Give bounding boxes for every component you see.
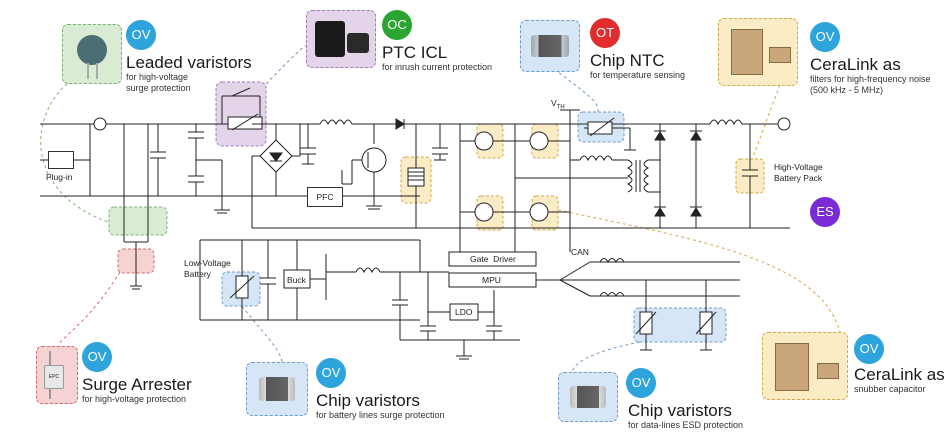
lv-battery-label-2: Battery bbox=[184, 269, 211, 279]
surge-arrester-sub: for high-voltage protection bbox=[82, 394, 187, 404]
highlight-leaded-varistors bbox=[108, 206, 168, 236]
leaded-varistor-image bbox=[62, 24, 122, 84]
lv-battery-label-1: Low-Voltage bbox=[184, 258, 231, 268]
chip-varistor-battery-image bbox=[246, 362, 308, 416]
oc-badge: OC bbox=[382, 10, 412, 40]
plug-in-connector bbox=[48, 151, 74, 169]
ov-badge: OV bbox=[126, 20, 156, 50]
chip-varistors-data-sub: for data-lines ESD protection bbox=[628, 420, 744, 430]
ov-badge: OV bbox=[626, 368, 656, 398]
chip-varistors-data-title: Chip varistors bbox=[628, 401, 732, 420]
chip-varistors-battery-title: Chip varistors bbox=[316, 391, 420, 410]
surge-arrester-title: Surge Arrester bbox=[82, 375, 192, 394]
wiring bbox=[40, 87, 791, 360]
ot-badge: OT bbox=[590, 18, 620, 48]
chip-ntc-sub: for temperature sensing bbox=[590, 70, 686, 80]
ceralink-snubber-sub: snubber capacitor bbox=[854, 384, 926, 394]
hv-battery-label-1: High-Voltage bbox=[774, 162, 823, 172]
es-badge: ES bbox=[810, 197, 840, 227]
ceralink-snubber-title: CeraLink as bbox=[854, 365, 945, 384]
highlight-boxes bbox=[108, 81, 765, 343]
leaded-varistors-sub1: for high-voltage bbox=[126, 72, 189, 82]
ceralink-filters-title: CeraLink as bbox=[810, 55, 901, 74]
ov-badge: OV bbox=[316, 358, 346, 388]
ptc-icl-title: PTC ICL bbox=[382, 43, 448, 62]
pfc-label: PFC bbox=[316, 192, 334, 202]
ceralink-snubber-image bbox=[762, 332, 848, 400]
chip-ntc-title: Chip NTC bbox=[590, 51, 665, 70]
can-label: CAN bbox=[571, 247, 589, 257]
ldo-label: LDO bbox=[455, 307, 473, 317]
pfc-controller: PFC bbox=[307, 187, 343, 207]
ov-badge: OV bbox=[854, 334, 884, 364]
ceralink-filter-image bbox=[718, 18, 798, 86]
ptc-icl-image bbox=[306, 10, 376, 68]
leader-lines bbox=[40, 39, 841, 373]
ov-badge: OV bbox=[82, 342, 112, 372]
surge-arrester-image: EPC bbox=[36, 346, 78, 404]
gate-driver-label: Gate Driver bbox=[470, 254, 516, 264]
buck-label: Buck bbox=[287, 275, 306, 285]
hv-battery-label-2: Battery Pack bbox=[774, 173, 823, 183]
chip-ntc-image bbox=[520, 20, 580, 72]
leaded-varistors-title: Leaded varistors bbox=[126, 53, 252, 72]
chip-varistor-data-image bbox=[558, 372, 618, 422]
ceralink-filters-sub2: (500 kHz - 5 MHz) bbox=[810, 85, 884, 95]
leaded-varistors-sub2: surge protection bbox=[126, 83, 191, 93]
plug-in-label: Plug-in bbox=[46, 172, 73, 182]
mpu-label: MPU bbox=[482, 275, 501, 285]
ov-badge: OV bbox=[810, 22, 840, 52]
ceralink-filters-sub1: filters for high-frequency noise bbox=[810, 74, 931, 84]
highlight-ptc-icl bbox=[215, 81, 267, 147]
vth-label: VTH bbox=[551, 98, 565, 111]
ptc-icl-sub: for inrush current protection bbox=[382, 62, 493, 72]
chip-varistors-battery-sub: for battery lines surge protection bbox=[316, 410, 445, 420]
